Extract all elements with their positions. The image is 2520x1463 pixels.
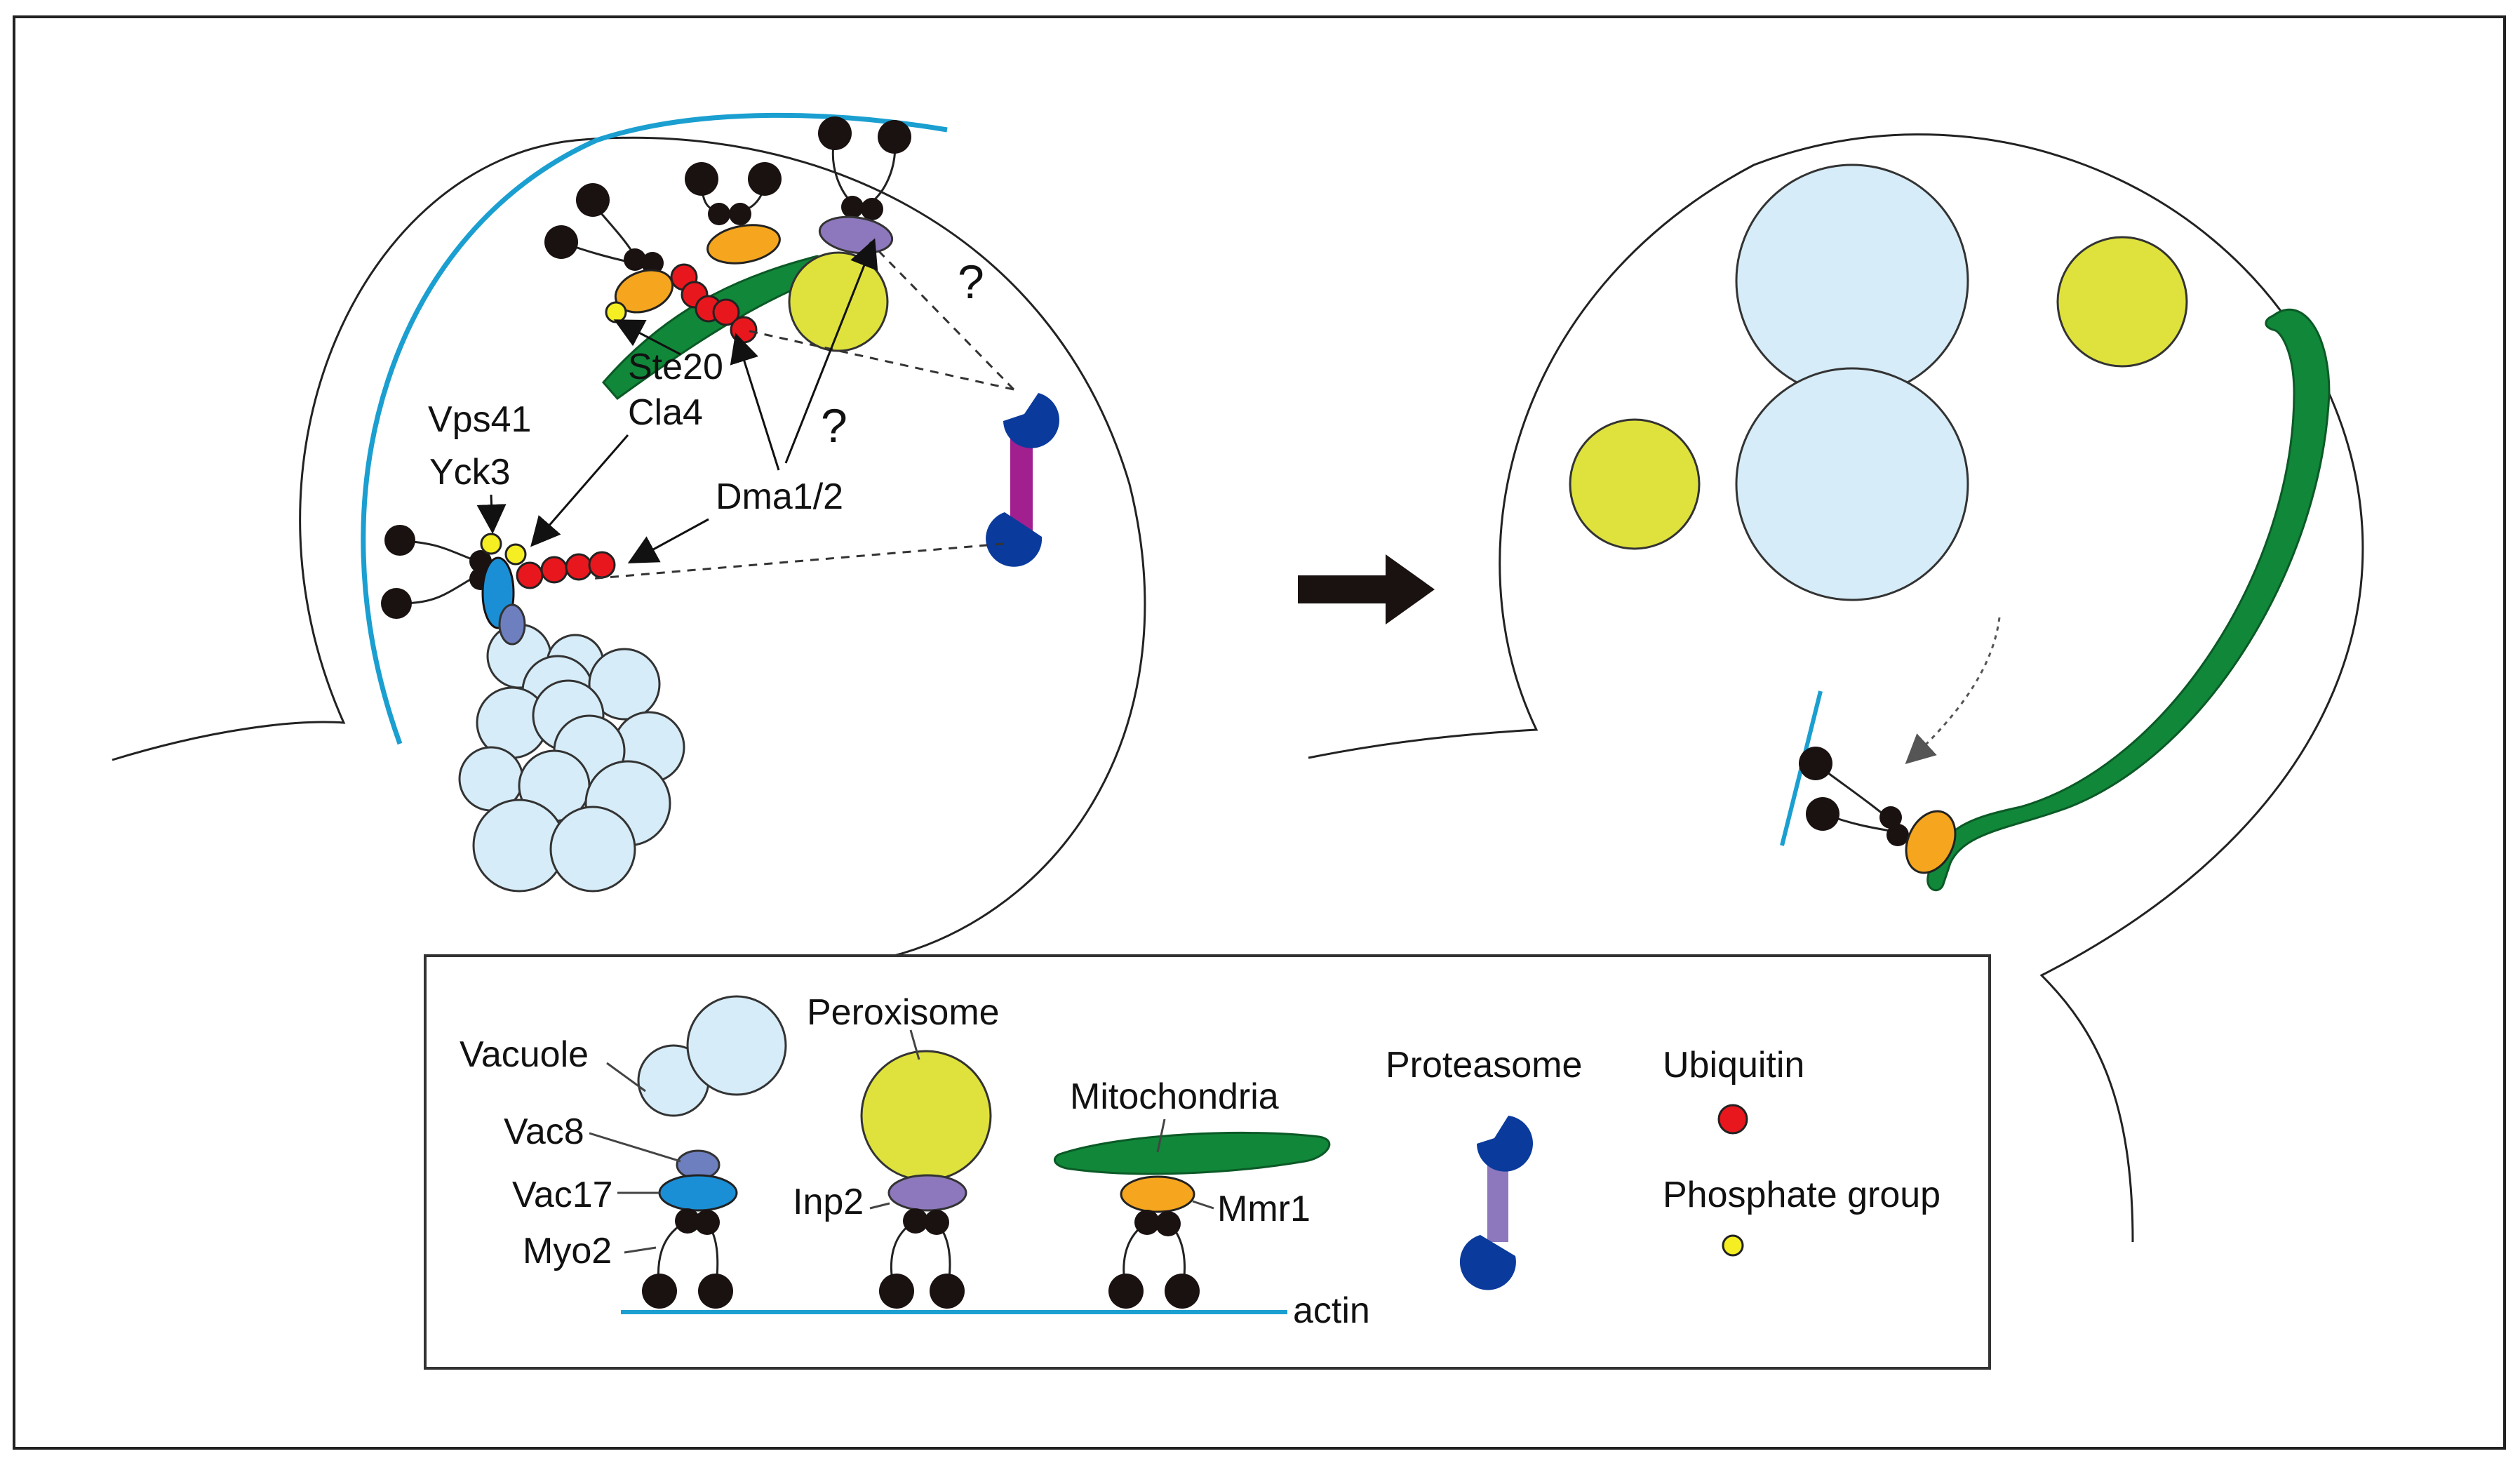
right-cell-outline bbox=[1308, 133, 2364, 1243]
myo2-mitochondria-left bbox=[544, 183, 664, 274]
legend-label-phosphate: Phosphate group bbox=[1663, 1175, 1941, 1215]
vacuole-right-bottom bbox=[1735, 367, 1969, 601]
legend-label-inp2: Inp2 bbox=[793, 1182, 864, 1222]
label-vps41: Vps41 bbox=[428, 399, 531, 440]
legend-box: actin Vacuole Vac8 Vac17 Myo2 bbox=[424, 954, 1991, 1370]
legend-leader-peroxisome bbox=[909, 1029, 920, 1060]
mitochondria-right bbox=[1926, 308, 2331, 892]
legend-proteasome bbox=[1459, 1116, 1533, 1290]
dotted-movement-arrow bbox=[1905, 617, 2001, 765]
legend-label-vac8: Vac8 bbox=[504, 1111, 584, 1152]
myo2-right bbox=[1799, 747, 1909, 846]
proteasome-dashed-lines bbox=[589, 241, 1015, 580]
vacuole-right-top bbox=[1735, 163, 1969, 398]
vacuole-cluster bbox=[458, 623, 685, 893]
legend-phosphate-dot bbox=[1722, 1234, 1744, 1257]
legend-myo2-mitochondria bbox=[1108, 1210, 1200, 1309]
right-cell bbox=[1308, 133, 2364, 1243]
label-dma: Dma1/2 bbox=[716, 476, 843, 517]
legend-label-ubiquitin: Ubiquitin bbox=[1663, 1045, 1804, 1085]
left-cell-actin-cable bbox=[361, 112, 948, 745]
legend-peroxisome bbox=[860, 1050, 992, 1182]
label-yck3: Yck3 bbox=[429, 452, 511, 493]
legend-vacuole-large bbox=[686, 995, 787, 1096]
left-cell: ? ? Vps41 Yck3 Ste20 Cla4 Dma1/2 bbox=[112, 112, 1146, 963]
transition-arrow bbox=[1298, 554, 1435, 624]
legend-vac17 bbox=[658, 1174, 738, 1212]
question-mark-middle: ? bbox=[821, 399, 847, 453]
legend-myo2-vacuole bbox=[642, 1208, 733, 1309]
legend-label-peroxisome: Peroxisome bbox=[807, 992, 1000, 1033]
proteasome-left bbox=[986, 393, 1059, 567]
phosphate-yck3 bbox=[504, 543, 527, 566]
peroxisome-right-1 bbox=[2056, 236, 2188, 368]
myo2-peroxisome-left bbox=[818, 116, 911, 220]
legend-leader-mitochondria bbox=[1156, 1118, 1166, 1153]
legend-label-vacuole: Vacuole bbox=[460, 1034, 589, 1075]
legend-label-mmr1: Mmr1 bbox=[1217, 1189, 1311, 1229]
label-cla4: Cla4 bbox=[628, 392, 703, 433]
legend-label-proteasome: Proteasome bbox=[1386, 1045, 1582, 1085]
legend-mmr1 bbox=[1120, 1175, 1195, 1213]
phosphate-vps41 bbox=[480, 533, 502, 555]
myo2-vacuole bbox=[381, 525, 492, 619]
peroxisome-left bbox=[788, 251, 889, 352]
mmr1-right bbox=[1905, 810, 1957, 874]
legend-label-mitochondria: Mitochondria bbox=[1070, 1076, 1279, 1117]
question-mark-top: ? bbox=[958, 255, 984, 309]
label-ste20: Ste20 bbox=[628, 347, 723, 387]
peroxisome-right-2 bbox=[1569, 418, 1701, 550]
legend-inp2 bbox=[887, 1174, 967, 1212]
regulation-arrows bbox=[476, 238, 878, 563]
legend-label-actin: actin bbox=[1293, 1290, 1370, 1331]
ubiquitin-chain-mitochondria bbox=[670, 263, 758, 344]
vac8-left bbox=[498, 603, 526, 646]
phosphate-mmr1 bbox=[605, 301, 627, 323]
legend-mitochondria bbox=[1054, 1131, 1331, 1175]
legend-label-myo2: Myo2 bbox=[523, 1231, 612, 1271]
legend-leaders-vacuole bbox=[589, 1062, 681, 1254]
legend-ubiquitin-dot bbox=[1717, 1104, 1748, 1135]
myo2-mitochondria-left-2 bbox=[685, 162, 782, 225]
mmr1-left-2 bbox=[706, 224, 781, 265]
legend-label-vac17: Vac17 bbox=[512, 1175, 613, 1215]
legend-myo2-peroxisome bbox=[879, 1208, 965, 1309]
inp2-left bbox=[818, 215, 894, 255]
ubiquitin-chain-vacuole bbox=[516, 551, 616, 589]
left-cell-outline bbox=[112, 136, 1146, 963]
legend-leader-inp2 bbox=[869, 1202, 890, 1210]
legend-leader-mmr1 bbox=[1192, 1200, 1214, 1210]
figure-border bbox=[13, 15, 2506, 1450]
